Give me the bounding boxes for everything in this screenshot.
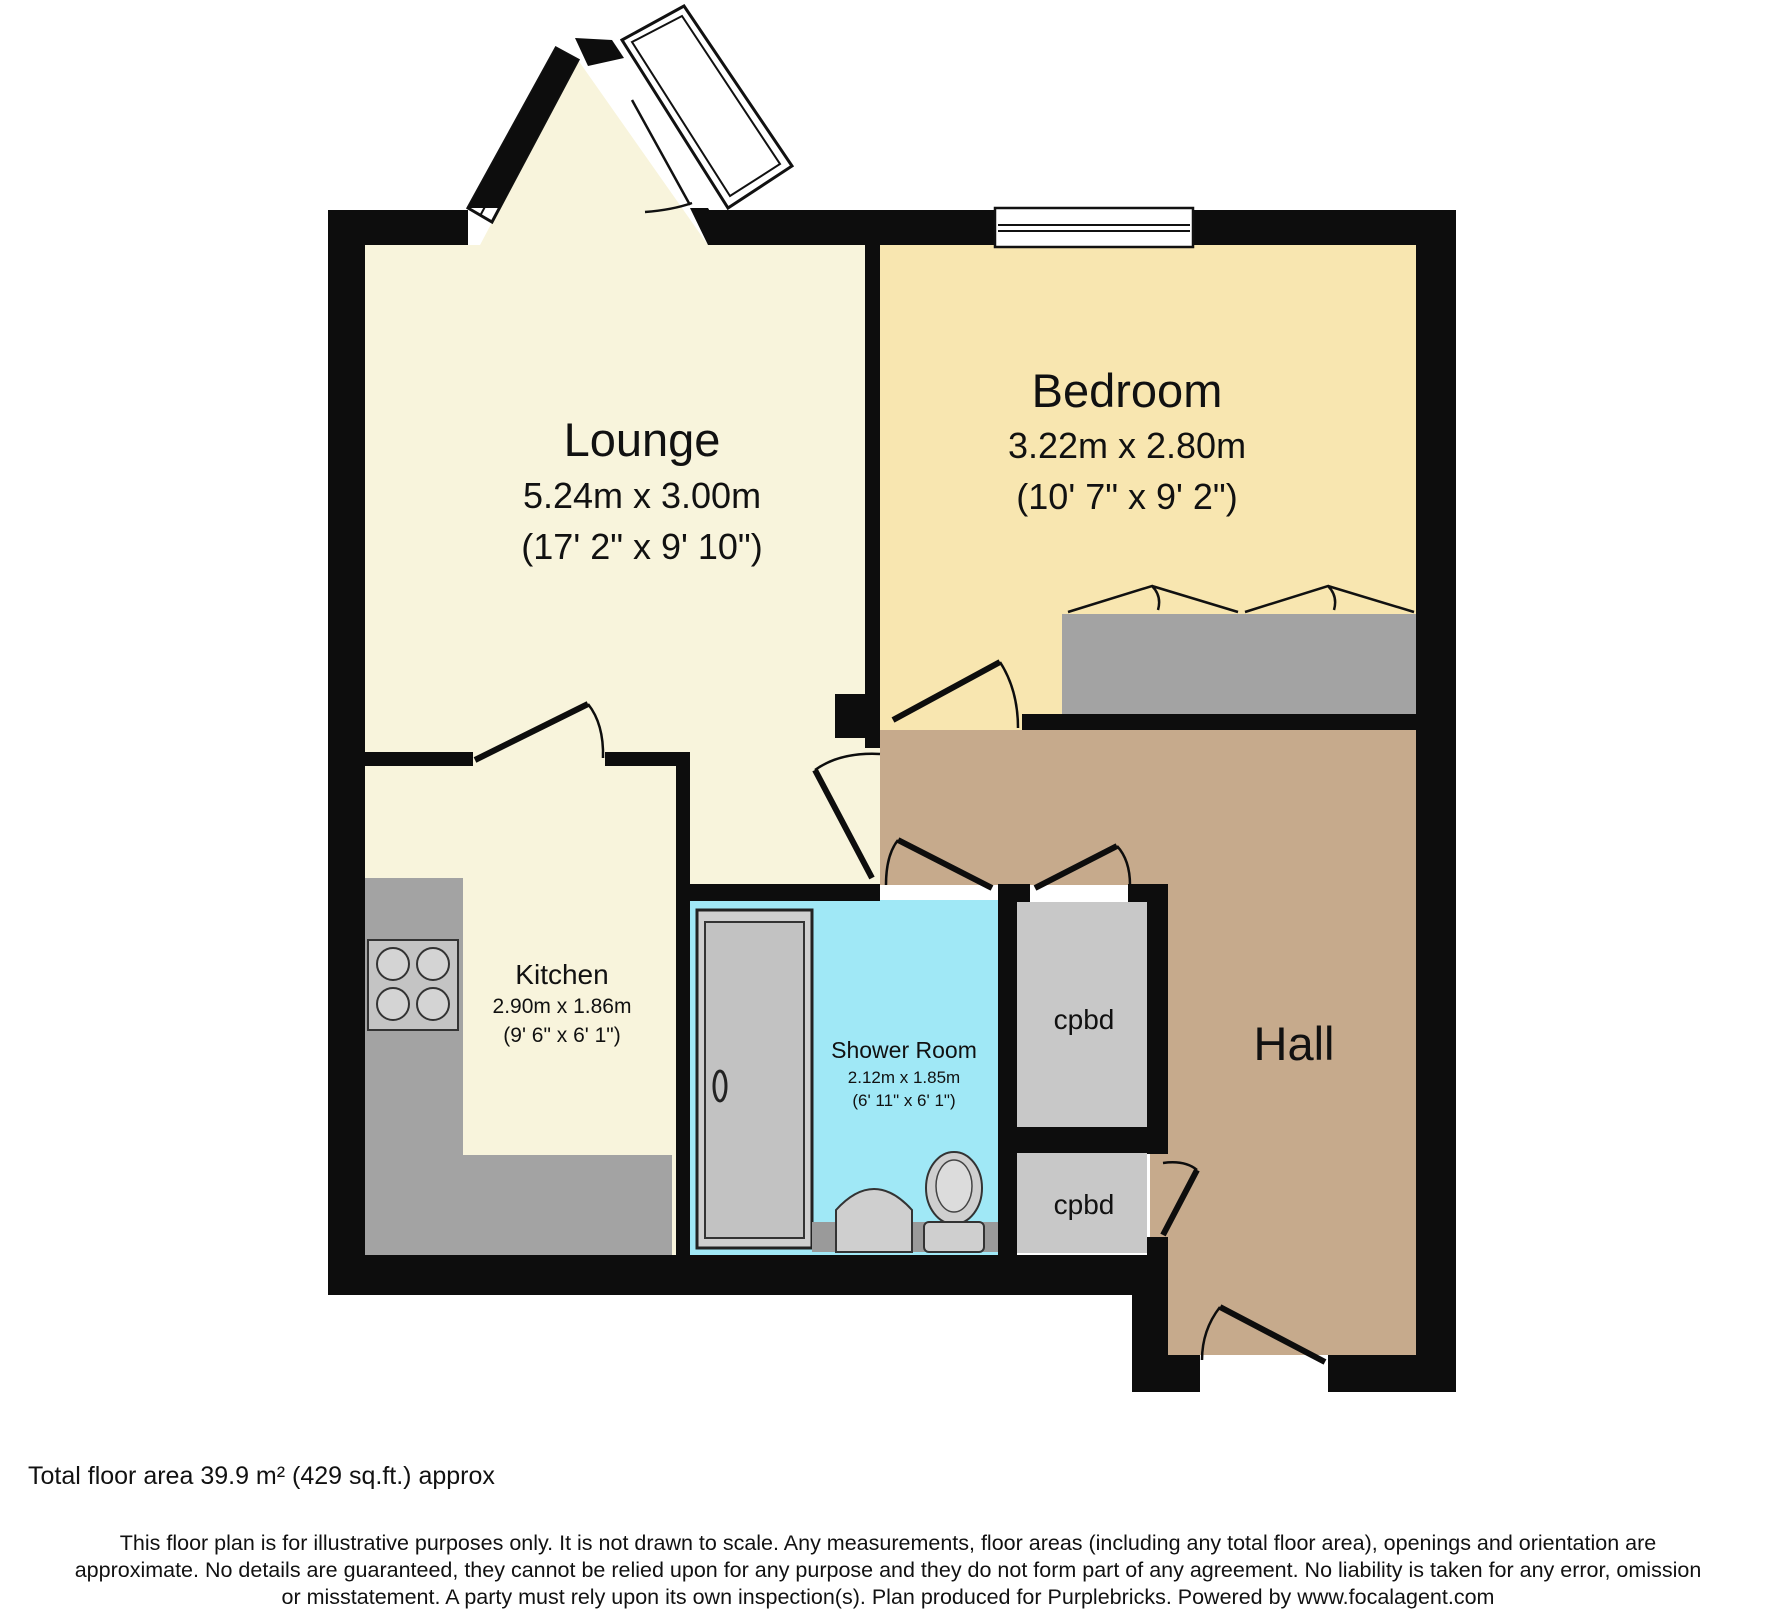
cupboard-1-floor <box>1017 902 1147 1127</box>
wardrobe-door-arcs <box>1067 584 1415 614</box>
lounge-name: Lounge <box>564 413 721 466</box>
hall-name: Hall <box>1254 1017 1335 1070</box>
cupboard-1-name: cpbd <box>1054 1004 1115 1035</box>
balcony <box>619 4 795 211</box>
doors <box>473 659 1327 1365</box>
lounge-imperial: (17' 2" x 9' 10") <box>521 526 762 567</box>
kitchen-size: 2.90m x 1.86m <box>493 995 632 1018</box>
bedroom-wardrobe <box>1062 614 1416 714</box>
hall-floor <box>880 730 1416 1355</box>
kitchen-name: Kitchen <box>515 959 608 990</box>
shower-drain <box>712 1069 728 1103</box>
toilet <box>923 1151 985 1253</box>
basin <box>835 1188 913 1253</box>
shower-room-name: Shower Room <box>831 1037 977 1063</box>
bedroom-name: Bedroom <box>1032 364 1223 417</box>
bedroom-size: 3.22m x 2.80m <box>1008 425 1246 466</box>
floor-plan: Lounge 5.24m x 3.00m (17' 2" x 9' 10") B… <box>328 4 1456 1392</box>
balcony-door <box>630 99 693 214</box>
disclaimer-line-3: or misstatement. A party must rely upon … <box>281 1585 1495 1609</box>
kitchen-imperial: (9' 6" x 6' 1") <box>503 1024 620 1047</box>
bedroom-imperial: (10' 7" x 9' 2") <box>1016 476 1237 517</box>
shower-room-imperial: (6' 11" x 6' 1") <box>852 1091 955 1110</box>
cupboard-2-floor <box>1017 1153 1147 1253</box>
walls <box>328 38 1456 1392</box>
hob <box>367 939 459 1031</box>
hall-lobby-floor <box>865 730 880 885</box>
total-floor-area: Total floor area 39.9 m² (429 sq.ft.) ap… <box>28 1462 495 1490</box>
lounge-size: 5.24m x 3.00m <box>523 475 761 516</box>
shower-room-size: 2.12m x 1.85m <box>848 1068 960 1087</box>
bedroom-window <box>993 206 1195 249</box>
cupboard-2-name: cpbd <box>1054 1189 1115 1220</box>
disclaimer-line-2: approximate. No details are guaranteed, … <box>74 1558 1702 1582</box>
disclaimer: This floor plan is for illustrative purp… <box>0 1530 1776 1611</box>
lounge-floor <box>365 60 865 885</box>
disclaimer-line-1: This floor plan is for illustrative purp… <box>119 1531 1657 1555</box>
